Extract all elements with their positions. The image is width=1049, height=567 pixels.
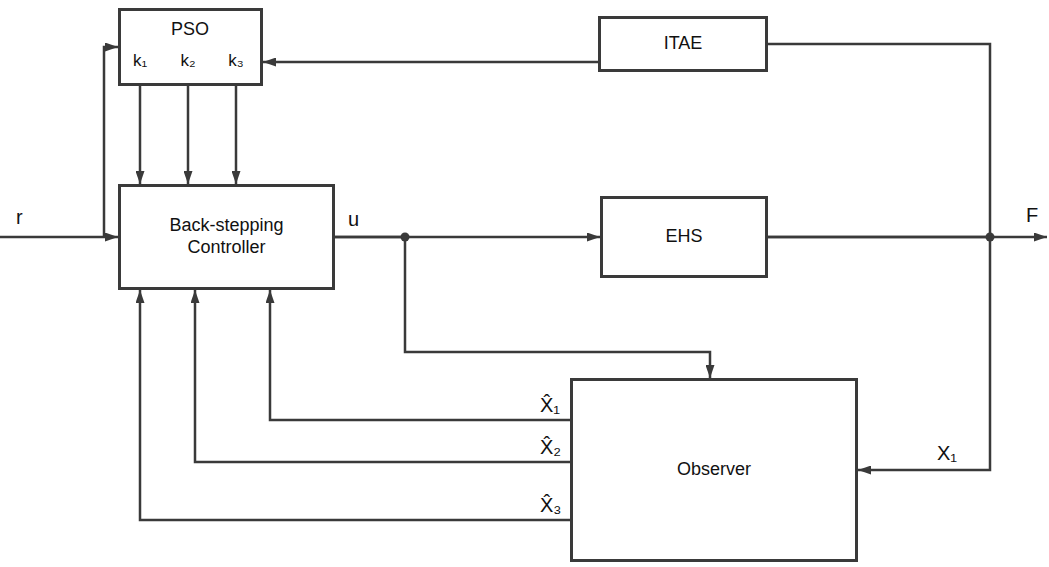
plant-box: EHS <box>600 196 768 278</box>
reference-branch <box>104 47 118 237</box>
block-name: Observer <box>677 459 751 481</box>
criterion-box: ITAE <box>598 16 768 72</box>
block-name: ITAE <box>664 33 703 55</box>
signal-arrow <box>235 86 238 184</box>
signal-arrow <box>768 44 990 237</box>
block-name: EHS <box>665 226 702 248</box>
gain-label: k₁ <box>133 51 147 71</box>
signal-arrow <box>140 290 570 520</box>
signal-arrow <box>187 86 190 184</box>
estimate-name: X̂₃ <box>538 494 563 516</box>
gain-label: k₃ <box>228 51 243 71</box>
signal-arrow <box>139 86 142 184</box>
gain-label: k₂ <box>180 51 195 71</box>
output-line <box>990 236 1047 239</box>
signal-name: u <box>346 208 361 230</box>
signal-arrow <box>195 290 570 462</box>
estimate-name: X̂₁ <box>538 394 562 416</box>
controller-box: Back-stepping Controller <box>118 184 335 290</box>
signal-arrow <box>270 290 570 420</box>
signal-name: F <box>1024 204 1040 226</box>
block-name: PSO <box>171 19 209 41</box>
optimizer-box: PSO k₁ k₂ k₃ <box>118 8 263 86</box>
signal-name: X₁ <box>935 442 959 464</box>
signal-name: r <box>14 206 25 228</box>
input-line <box>0 236 118 239</box>
block-name: Back-stepping Controller <box>142 215 312 258</box>
signal-arrow <box>263 61 598 64</box>
observer-box: Observer <box>570 378 858 562</box>
estimate-name: X̂₂ <box>538 436 563 458</box>
